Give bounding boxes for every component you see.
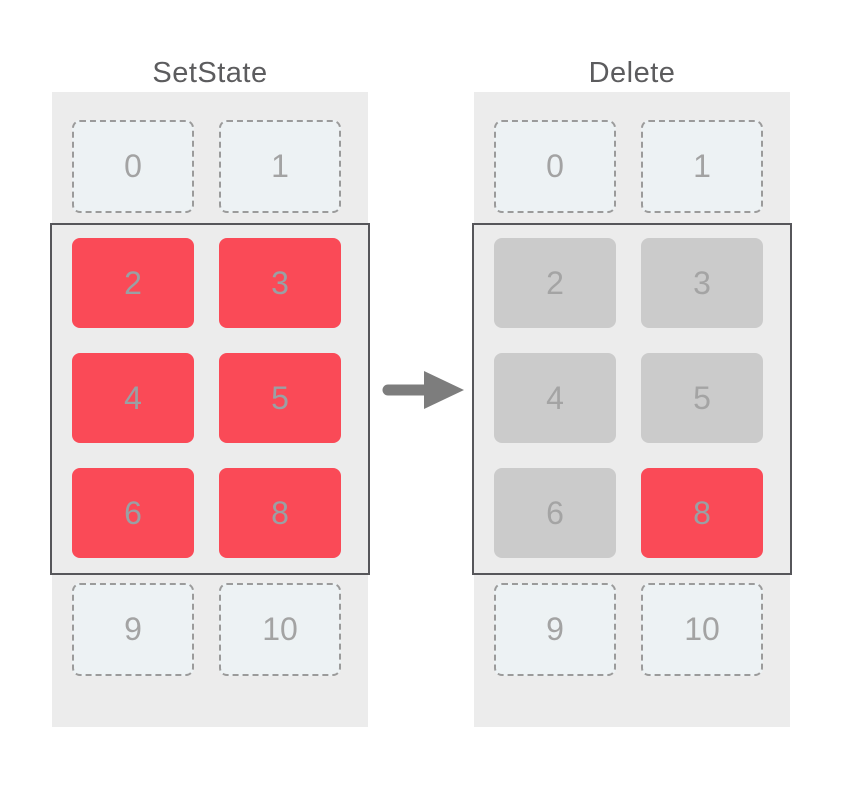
panel-setstate: 0 1 2 3 4 5 6 8 9 10 bbox=[52, 92, 368, 727]
list-item: 10 bbox=[641, 583, 763, 676]
list-item: 6 bbox=[72, 468, 194, 558]
list-item: 0 bbox=[494, 120, 616, 213]
panel-title-delete: Delete bbox=[588, 57, 676, 89]
list-item-label: 5 bbox=[693, 379, 711, 416]
list-item-label: 6 bbox=[124, 494, 142, 531]
list-item: 3 bbox=[641, 238, 763, 328]
panel-title-setstate: SetState bbox=[152, 57, 268, 89]
list-item: 1 bbox=[641, 120, 763, 213]
right-arrow-icon bbox=[382, 371, 464, 409]
list-item-label: 6 bbox=[546, 494, 564, 531]
panel-delete: 0 1 2 3 4 5 6 8 9 10 bbox=[474, 92, 790, 727]
list-item: 0 bbox=[72, 120, 194, 213]
list-item: 2 bbox=[494, 238, 616, 328]
list-item: 5 bbox=[219, 353, 341, 443]
list-item-label: 10 bbox=[262, 611, 298, 647]
list-item: 8 bbox=[641, 468, 763, 558]
list-item: 9 bbox=[494, 583, 616, 676]
list-item-label: 8 bbox=[271, 494, 289, 531]
list-item: 4 bbox=[72, 353, 194, 443]
list-item: 8 bbox=[219, 468, 341, 558]
list-item: 2 bbox=[72, 238, 194, 328]
list-item: 10 bbox=[219, 583, 341, 676]
list-item-label: 3 bbox=[271, 264, 289, 301]
list-item-label: 9 bbox=[124, 611, 142, 647]
list-item-label: 0 bbox=[124, 148, 142, 184]
list-item-label: 2 bbox=[546, 264, 564, 301]
list-item-label: 2 bbox=[124, 264, 142, 301]
list-item-label: 3 bbox=[693, 264, 711, 301]
list-item: 3 bbox=[219, 238, 341, 328]
list-item: 1 bbox=[219, 120, 341, 213]
list-item: 6 bbox=[494, 468, 616, 558]
list-item-label: 1 bbox=[271, 148, 289, 184]
list-item-label: 0 bbox=[546, 148, 564, 184]
list-item-label: 4 bbox=[124, 379, 142, 416]
list-item-label: 5 bbox=[271, 379, 289, 416]
list-item: 5 bbox=[641, 353, 763, 443]
list-item-label: 4 bbox=[546, 379, 564, 416]
list-item: 4 bbox=[494, 353, 616, 443]
list-item-label: 1 bbox=[693, 148, 711, 184]
list-item-label: 10 bbox=[684, 611, 720, 647]
list-item-label: 9 bbox=[546, 611, 564, 647]
list-item: 9 bbox=[72, 583, 194, 676]
list-item-label: 8 bbox=[693, 494, 711, 531]
